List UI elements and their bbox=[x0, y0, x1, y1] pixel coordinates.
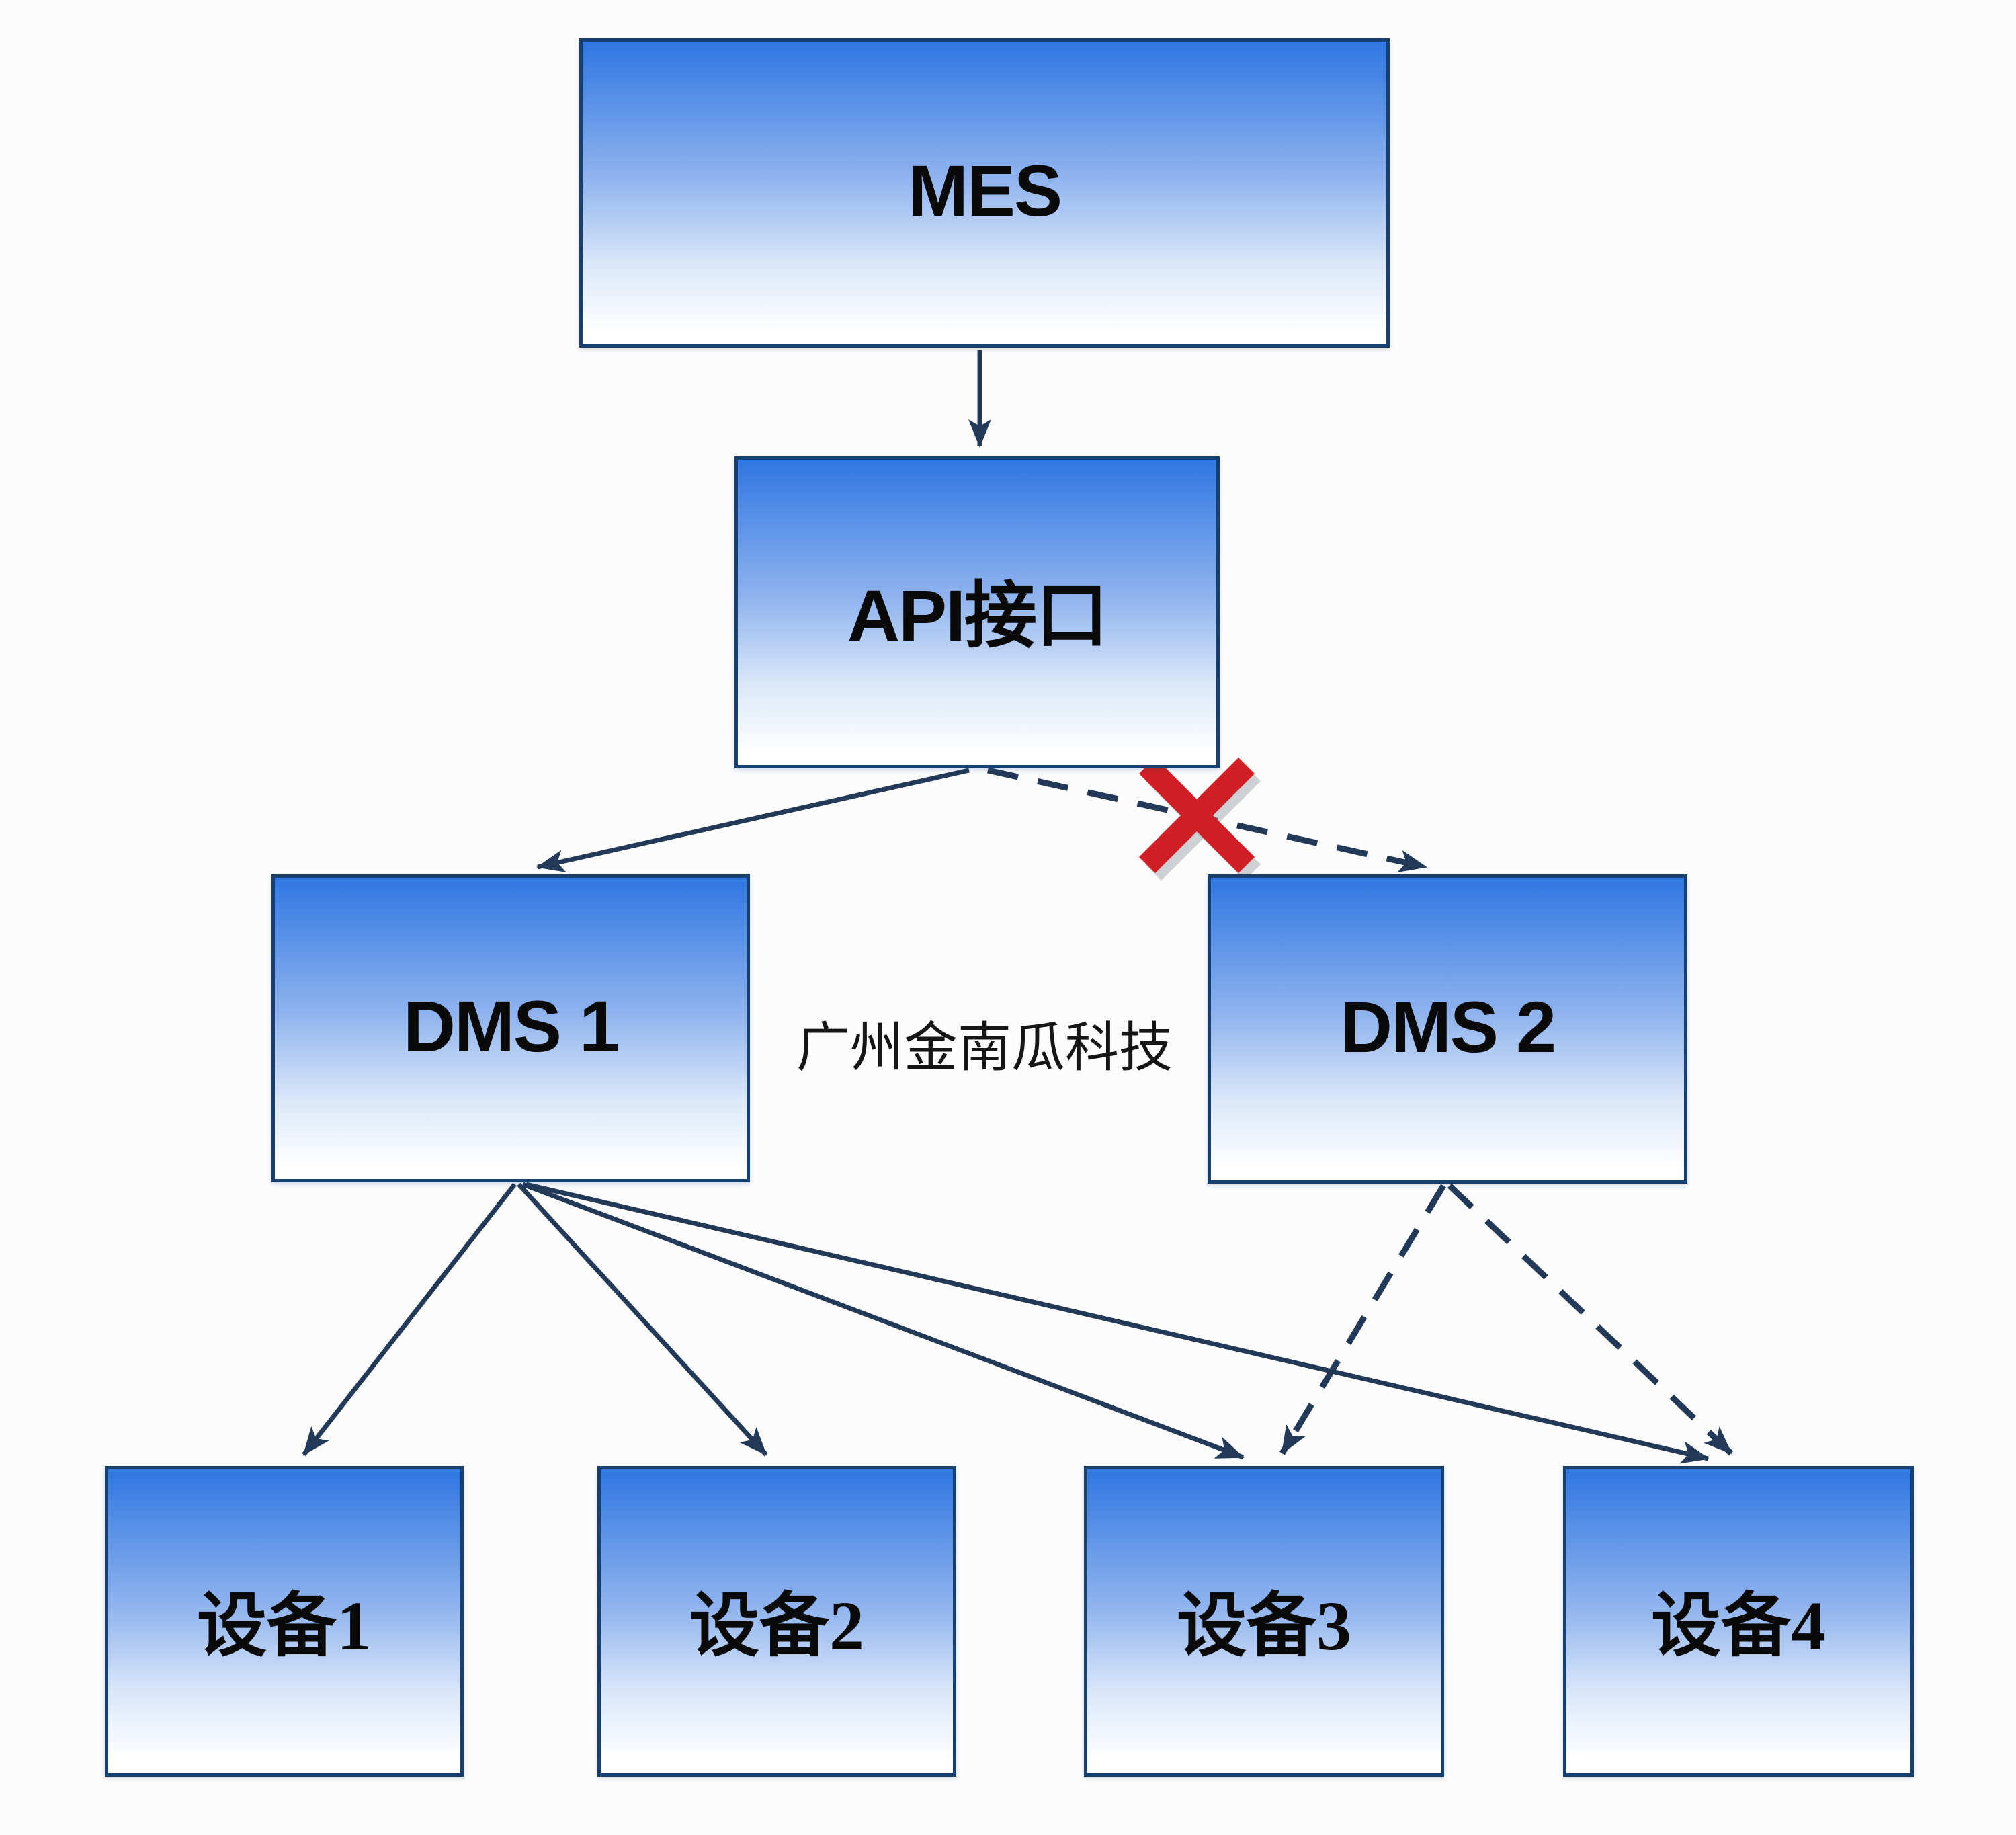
node-dms2: DMS 2 bbox=[1208, 874, 1687, 1184]
edge-dms1-dev3 bbox=[521, 1182, 1245, 1460]
node-dev4: 设备4 bbox=[1563, 1466, 1914, 1777]
node-label-mes: MES bbox=[907, 149, 1062, 231]
node-api: API接口 bbox=[734, 456, 1220, 768]
node-dev3: 设备3 bbox=[1084, 1466, 1444, 1777]
blocked-cross-icon bbox=[1138, 757, 1255, 874]
node-label-dev2: 设备2 bbox=[689, 1587, 864, 1665]
node-label-api: API接口 bbox=[847, 575, 1108, 656]
node-label-dms1: DMS 1 bbox=[403, 985, 620, 1067]
node-label-dev1: 设备1 bbox=[196, 1587, 372, 1665]
blocked-cross-shadow bbox=[1144, 764, 1261, 881]
company-text: 广州金南瓜科技 bbox=[796, 1019, 1173, 1078]
blocked-cross-icon bbox=[1138, 757, 1255, 874]
edge-dms1-dev2 bbox=[517, 1182, 768, 1457]
node-label-dms2: DMS 2 bbox=[1339, 985, 1556, 1067]
node-label-dev3: 设备3 bbox=[1176, 1587, 1351, 1665]
edge-dms1-dev1 bbox=[302, 1182, 517, 1457]
node-dev2: 设备2 bbox=[597, 1466, 956, 1777]
blocked-cross-shadow bbox=[1144, 764, 1261, 881]
node-label-dev4: 设备4 bbox=[1650, 1587, 1826, 1665]
edge-api-dms2 bbox=[987, 767, 1427, 872]
edge-api-dms1 bbox=[536, 768, 970, 872]
edge-dms1-dev4 bbox=[526, 1182, 1710, 1464]
node-dev1: 设备1 bbox=[105, 1466, 464, 1777]
edge-dms2-dev3 bbox=[1279, 1184, 1446, 1455]
node-dms1: DMS 1 bbox=[271, 874, 750, 1182]
edge-dms2-dev4 bbox=[1447, 1183, 1734, 1456]
node-mes: MES bbox=[579, 38, 1390, 348]
